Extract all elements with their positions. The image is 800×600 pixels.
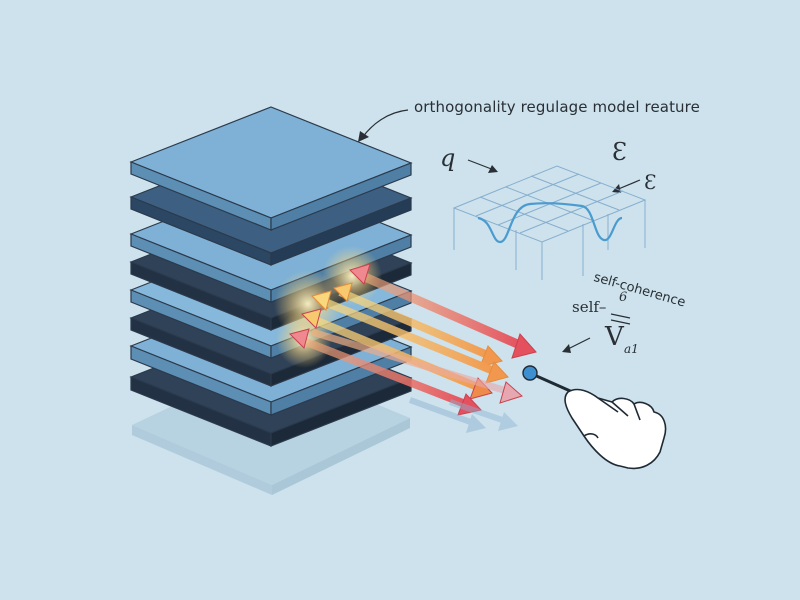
arrow-1 — [349, 263, 537, 359]
arrow-5 — [310, 328, 523, 404]
numerator-label: 6 — [619, 290, 628, 305]
coherence-curve — [477, 202, 623, 244]
arrow-faded-2 — [449, 399, 518, 431]
symbol-epsilon-top: Ɛ — [612, 138, 627, 166]
hand-pointer-icon — [564, 388, 667, 470]
subscript-label: a1 — [624, 342, 639, 356]
arrows — [289, 263, 537, 433]
arrow-2 — [333, 282, 503, 368]
caption-pointer — [361, 109, 409, 139]
q-pointer — [467, 159, 495, 171]
self-label: self– — [572, 298, 607, 316]
fraction-bar-2 — [610, 319, 631, 325]
symbol-v: V — [605, 322, 624, 352]
arrow-6 — [289, 328, 482, 416]
v-pointer — [565, 337, 591, 351]
layer-1-top — [129, 106, 413, 231]
epsilon-pointer — [615, 179, 641, 191]
caption-label: orthogonality regulage model reature — [414, 98, 700, 116]
arrow-faded-1 — [408, 397, 486, 433]
symbol-epsilon-side: Ɛ — [644, 170, 657, 194]
symbol-q: q — [440, 144, 456, 172]
arrow-3 — [311, 290, 509, 384]
fraction-bar — [610, 313, 631, 319]
